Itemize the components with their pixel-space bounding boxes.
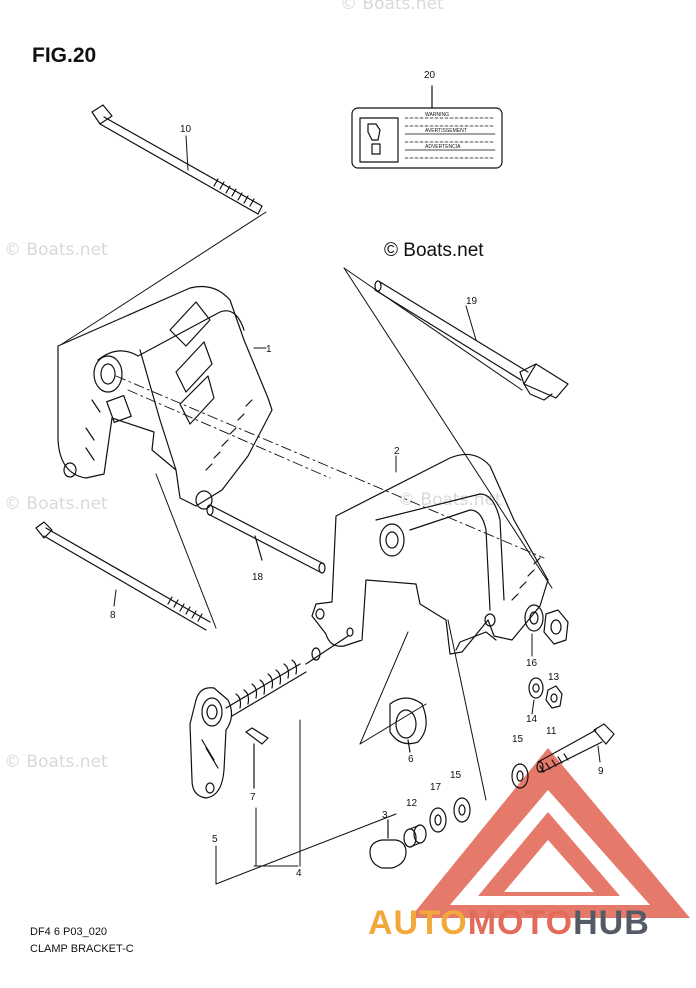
callout-20: 20 (424, 70, 436, 81)
washer-16 (524, 604, 544, 632)
label-line: ADVERTENCIA (425, 144, 461, 150)
watermark: © Boats.net (4, 240, 108, 260)
washer-15 (453, 797, 471, 823)
callout-5: 5 (212, 834, 218, 845)
watermark: © Boats.net (4, 752, 108, 772)
callout-15: 15 (450, 770, 462, 781)
callout-16: 16 (526, 658, 538, 669)
logo-triangle-icon (410, 748, 690, 918)
callout-7: 7 (250, 792, 256, 803)
figure-code: DF4 6 P03_020 (30, 926, 108, 938)
clamp-bracket-2 (311, 453, 549, 655)
washer-14 (528, 677, 544, 699)
label-line: AVERTISSEMENT (425, 128, 467, 134)
figure-caption: CLAMP BRACKET-C (30, 943, 134, 955)
grip-6 (389, 697, 427, 753)
pin-18 (206, 504, 326, 574)
pin-19 (374, 280, 569, 401)
callout-2: 2 (394, 446, 400, 457)
nut-13 (543, 609, 569, 645)
spring-4 (225, 627, 354, 717)
callout-4: 4 (296, 868, 302, 879)
watermark: © Boats.net (340, 0, 444, 14)
callout-6: 6 (408, 754, 414, 765)
clamp-bracket-1 (57, 285, 273, 510)
copyright-text: © Boats.net (384, 240, 484, 261)
lever-5 (189, 687, 233, 799)
callout-17: 17 (430, 782, 442, 793)
watermark: © Boats.net (4, 494, 108, 514)
callout-1: 1 (266, 344, 272, 355)
collar-12 (403, 824, 427, 848)
callout-14: 14 (526, 714, 538, 725)
callout-9: 9 (598, 766, 604, 777)
figure-title: FIG.20 (32, 44, 97, 67)
callout-13: 13 (548, 672, 560, 683)
callout-8: 8 (110, 610, 116, 621)
logo-part: AUTO (368, 904, 468, 942)
logo-part: HUB (573, 904, 650, 942)
logo-part: MOTO (467, 904, 574, 942)
pin-7 (245, 727, 269, 789)
nut-11 (545, 685, 563, 709)
cap-3 (369, 819, 407, 869)
washer-15 (511, 763, 529, 789)
bolt-8 (35, 521, 211, 631)
callout-18: 18 (252, 572, 264, 583)
bolt-9 (536, 723, 615, 773)
callout-10: 10 (180, 124, 192, 135)
bolt-10 (91, 104, 263, 215)
callout-3: 3 (382, 810, 388, 821)
callout-12: 12 (406, 798, 418, 809)
brand-logo: AUTOMOTOHUB (368, 904, 650, 943)
callout-11: 11 (546, 726, 557, 737)
callout-19: 19 (466, 296, 478, 307)
washer-17 (429, 807, 447, 833)
warning-label-20: WARNING AVERTISSEMENT ADVERTENCIA (351, 85, 503, 169)
label-line: WARNING (425, 112, 449, 118)
callout-15: 15 (512, 734, 524, 745)
